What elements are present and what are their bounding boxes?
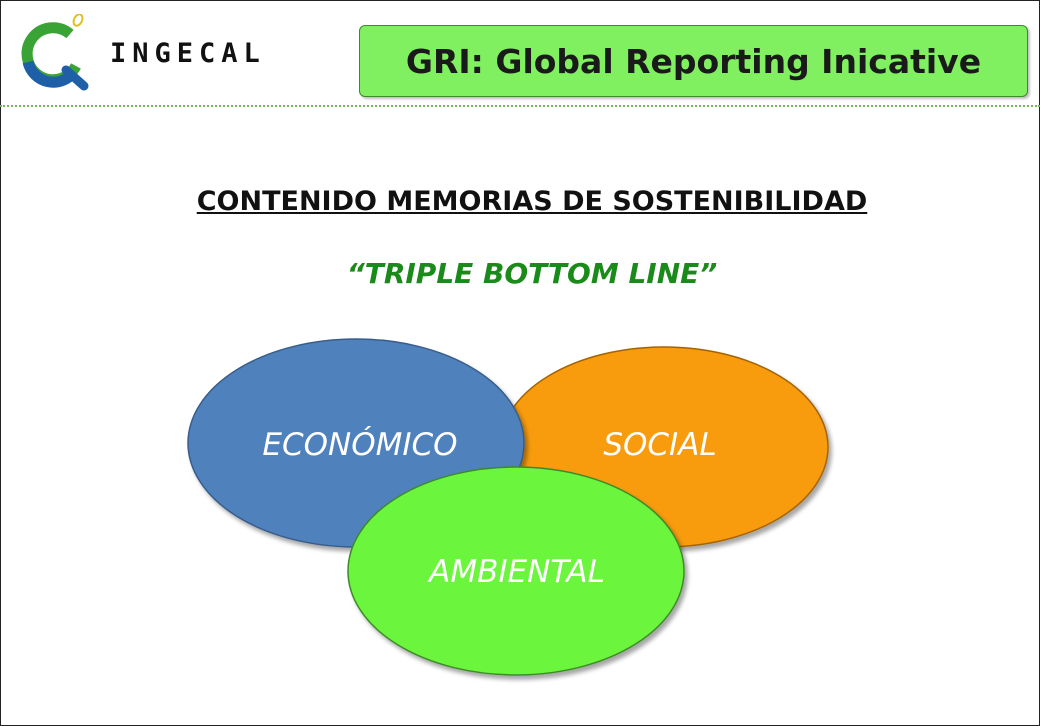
page-title: GRI: Global Reporting Inicative <box>405 41 982 81</box>
logo-text: INGECAL <box>110 38 266 69</box>
title-box: GRI: Global Reporting Inicative <box>359 25 1028 97</box>
section-heading: CONTENIDO MEMORIAS DE SOSTENIBILIDAD <box>196 186 868 217</box>
section-subheading: “TRIPLE BOTTOM LINE” <box>346 257 718 290</box>
logo-q-icon <box>21 14 89 91</box>
ingecal-logo: INGECAL <box>18 14 318 94</box>
header-divider <box>0 105 1040 107</box>
